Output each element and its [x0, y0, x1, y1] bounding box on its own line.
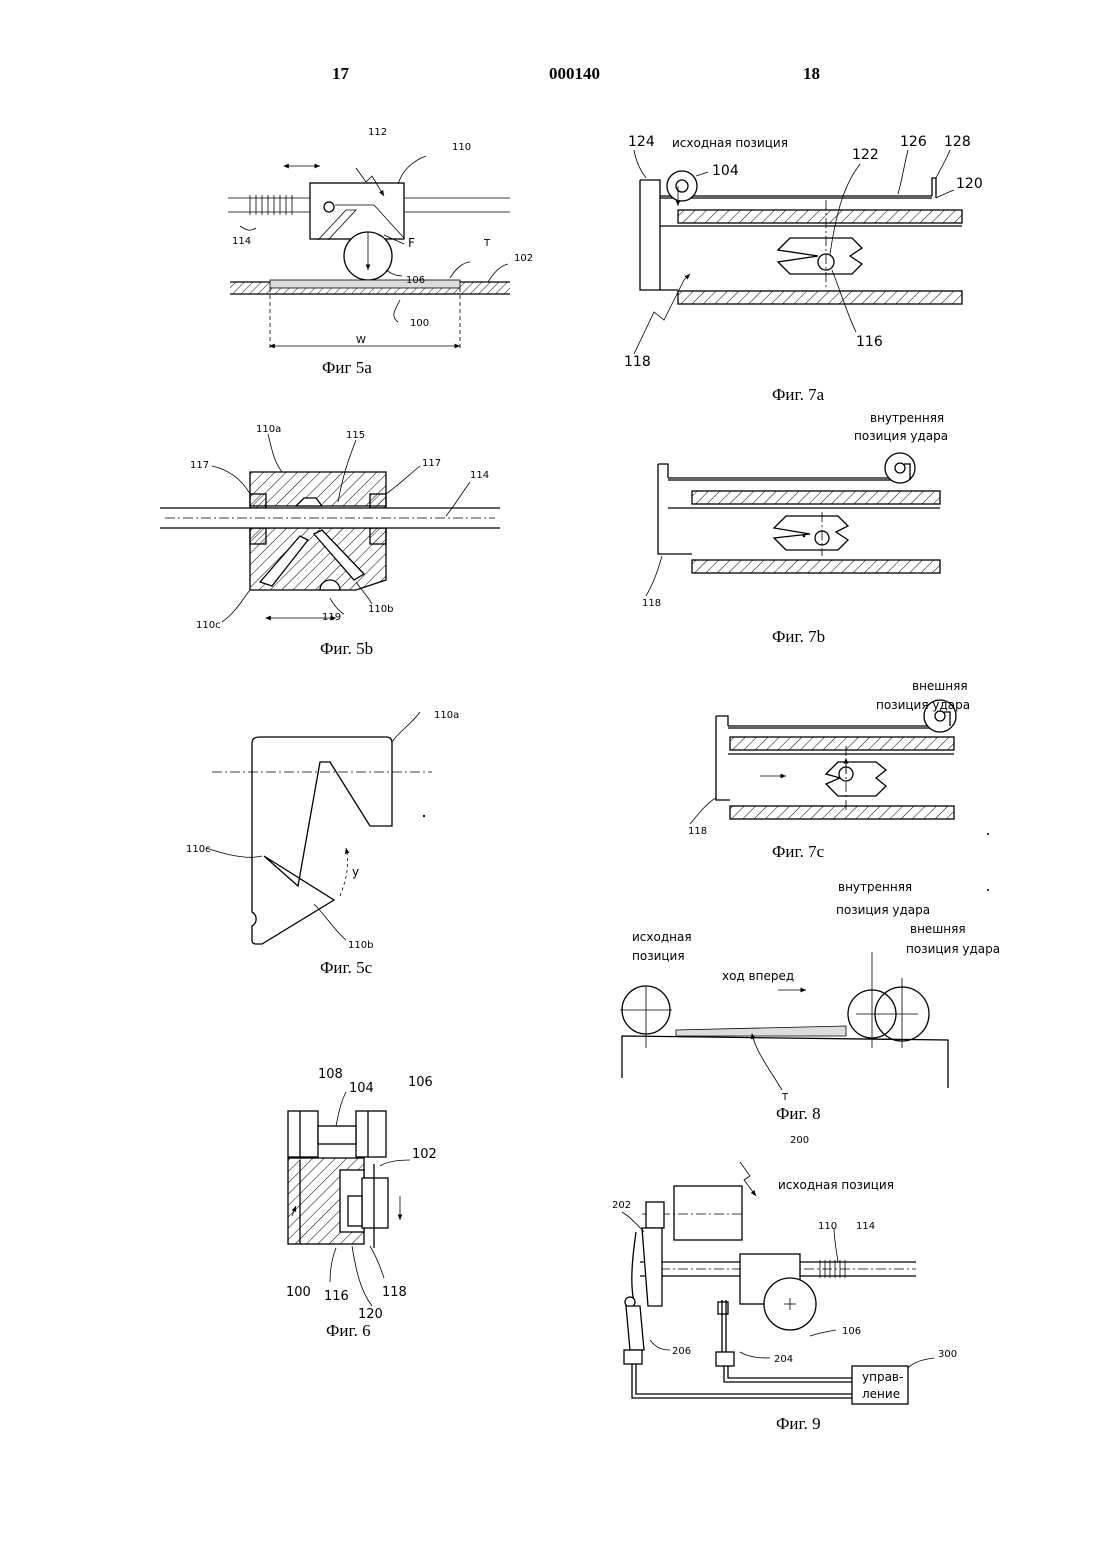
figure-6: 108 104 106 102 100 116 120 118 Фиг. 6	[286, 1067, 437, 1340]
label-106: 106	[842, 1326, 861, 1337]
label-115: 115	[346, 430, 365, 441]
label-118: 118	[688, 826, 707, 837]
label-110b: 110b	[348, 940, 373, 951]
text-outer: внешняя	[912, 679, 968, 693]
label-108: 108	[318, 1067, 343, 1082]
text-control-1: управ-	[862, 1370, 903, 1384]
label-204: 204	[774, 1354, 793, 1365]
label-118: 118	[642, 598, 661, 609]
caption-fig5c: Фиг. 5c	[320, 958, 373, 977]
label-112: 112	[368, 127, 387, 138]
label-116: 116	[324, 1289, 349, 1304]
label-300: 300	[938, 1349, 957, 1360]
label-110c: 110c	[196, 620, 221, 631]
label-124: 124	[628, 134, 655, 150]
label-100: 100	[410, 318, 429, 329]
label-102: 102	[412, 1147, 437, 1162]
label-110: 110	[452, 142, 471, 153]
text-start-position: исходная позиция	[778, 1178, 894, 1192]
label-118: 118	[624, 354, 651, 370]
label-110: 110	[818, 1221, 837, 1232]
figure-5a: 112 110 114 F T 102 106 100 W Фиг 5a	[228, 127, 533, 377]
label-100: 100	[286, 1285, 311, 1300]
label-110a: 110a	[256, 424, 281, 435]
label-106: 106	[406, 275, 425, 286]
caption-fig7b: Фиг. 7b	[772, 627, 825, 646]
label-117-right: 117	[422, 458, 441, 469]
label-117-left: 117	[190, 460, 209, 471]
label-128: 128	[944, 134, 971, 150]
text-inner-2: позиция удара	[836, 903, 930, 917]
label-120: 120	[956, 176, 983, 192]
label-119: 119	[322, 612, 341, 623]
label-202: 202	[612, 1200, 631, 1211]
text-inner-1: внутренняя	[838, 880, 912, 894]
label-W: W	[356, 335, 366, 346]
label-104: 104	[349, 1081, 374, 1096]
text-start-position: исходная позиция	[672, 136, 788, 150]
label-114: 114	[470, 470, 489, 481]
label-102: 102	[514, 253, 533, 264]
label-110c: 110c	[186, 844, 211, 855]
caption-fig7c: Фиг. 7c	[772, 842, 825, 861]
figure-5b: 110a 115 117 117 114 110c 119 110b Фиг. …	[160, 424, 500, 658]
figure-9: 200 исходная позиция 202 110 114 106 206…	[612, 1135, 957, 1433]
label-126: 126	[900, 134, 927, 150]
text-impact-position: позиция удара	[876, 698, 970, 712]
roller-104	[667, 171, 697, 201]
label-206: 206	[672, 1346, 691, 1357]
label-118: 118	[382, 1285, 407, 1300]
label-122: 122	[852, 147, 879, 163]
figure-8: исходная позиция ход вперед внутренняя п…	[620, 880, 1000, 1123]
figure-7b: внутренняя позиция удара 118 Фиг. 7b	[642, 411, 948, 646]
figure-7c: внешняя позиция удара 118 Фиг. 7c	[688, 679, 989, 861]
label-110a: 110a	[434, 710, 459, 721]
text-control-2: ление	[862, 1387, 900, 1401]
figure-5c: 110a 110c y 110b Фиг. 5c	[186, 710, 459, 977]
lever-pivot-202	[646, 1202, 664, 1228]
label-114: 114	[232, 236, 251, 247]
tape-T	[676, 1026, 846, 1036]
text-outer-1: внешняя	[910, 922, 966, 936]
text-start-1: исходная	[632, 930, 692, 944]
text-inner: внутренняя	[870, 411, 944, 425]
axle-104	[318, 1126, 356, 1144]
text-impact-position: позиция удара	[854, 429, 948, 443]
label-116: 116	[856, 334, 883, 350]
text-forward-stroke: ход вперед	[722, 969, 794, 983]
label-120: 120	[358, 1307, 383, 1322]
caption-fig6: Фиг. 6	[326, 1321, 371, 1340]
unit-200	[674, 1186, 742, 1240]
text-outer-2: позиция удара	[906, 942, 1000, 956]
caption-fig5a: Фиг 5a	[322, 358, 372, 377]
caption-fig5b: Фиг. 5b	[320, 639, 373, 658]
carriage-110	[310, 183, 404, 239]
label-106: 106	[408, 1075, 433, 1090]
label-T: T	[781, 1092, 789, 1103]
sensor-206	[624, 1350, 642, 1364]
caption-fig9: Фиг. 9	[776, 1414, 821, 1433]
caption-fig7a: Фиг. 7a	[772, 385, 825, 404]
label-F: F	[408, 236, 415, 250]
sensor-204	[716, 1352, 734, 1366]
label-T: T	[483, 238, 491, 249]
figure-7a: исходная позиция 124 104 122 126 128 120…	[624, 134, 983, 404]
caption-fig8: Фиг. 8	[776, 1104, 821, 1123]
label-110b: 110b	[368, 604, 393, 615]
label-y: y	[352, 865, 359, 879]
label-104: 104	[712, 163, 739, 179]
label-114: 114	[856, 1221, 875, 1232]
text-start-2: позиция	[632, 949, 685, 963]
tape-100	[270, 280, 460, 288]
label-200: 200	[790, 1135, 809, 1146]
